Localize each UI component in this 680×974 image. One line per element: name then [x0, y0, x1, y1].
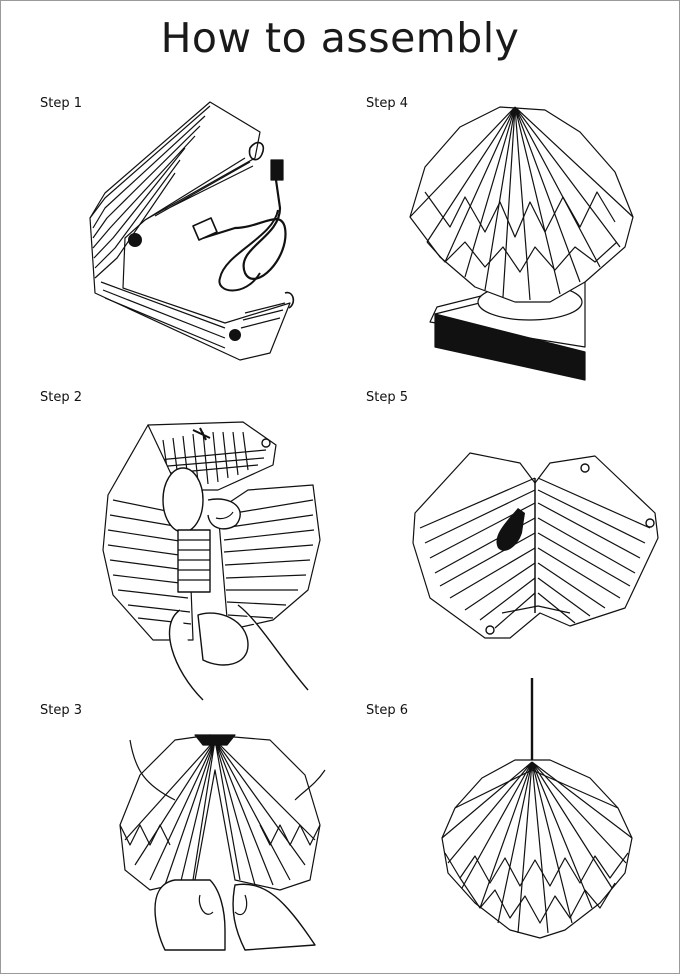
step-6-illustration — [440, 678, 635, 942]
step-1-label: Step 1 — [40, 96, 83, 111]
step-6-label: Step 6 — [366, 703, 409, 718]
step-4-label: Step 4 — [366, 96, 409, 111]
step-5-label: Step 5 — [366, 390, 409, 405]
step-1-illustration — [85, 98, 300, 360]
step-2-label: Step 2 — [40, 390, 83, 405]
step-3-label: Step 3 — [40, 703, 83, 718]
step-3-illustration — [115, 730, 330, 952]
step-4-illustration — [405, 102, 637, 382]
page-title: How to assembly — [160, 14, 520, 62]
step-5-illustration — [410, 448, 666, 644]
step-2-illustration — [98, 420, 323, 702]
